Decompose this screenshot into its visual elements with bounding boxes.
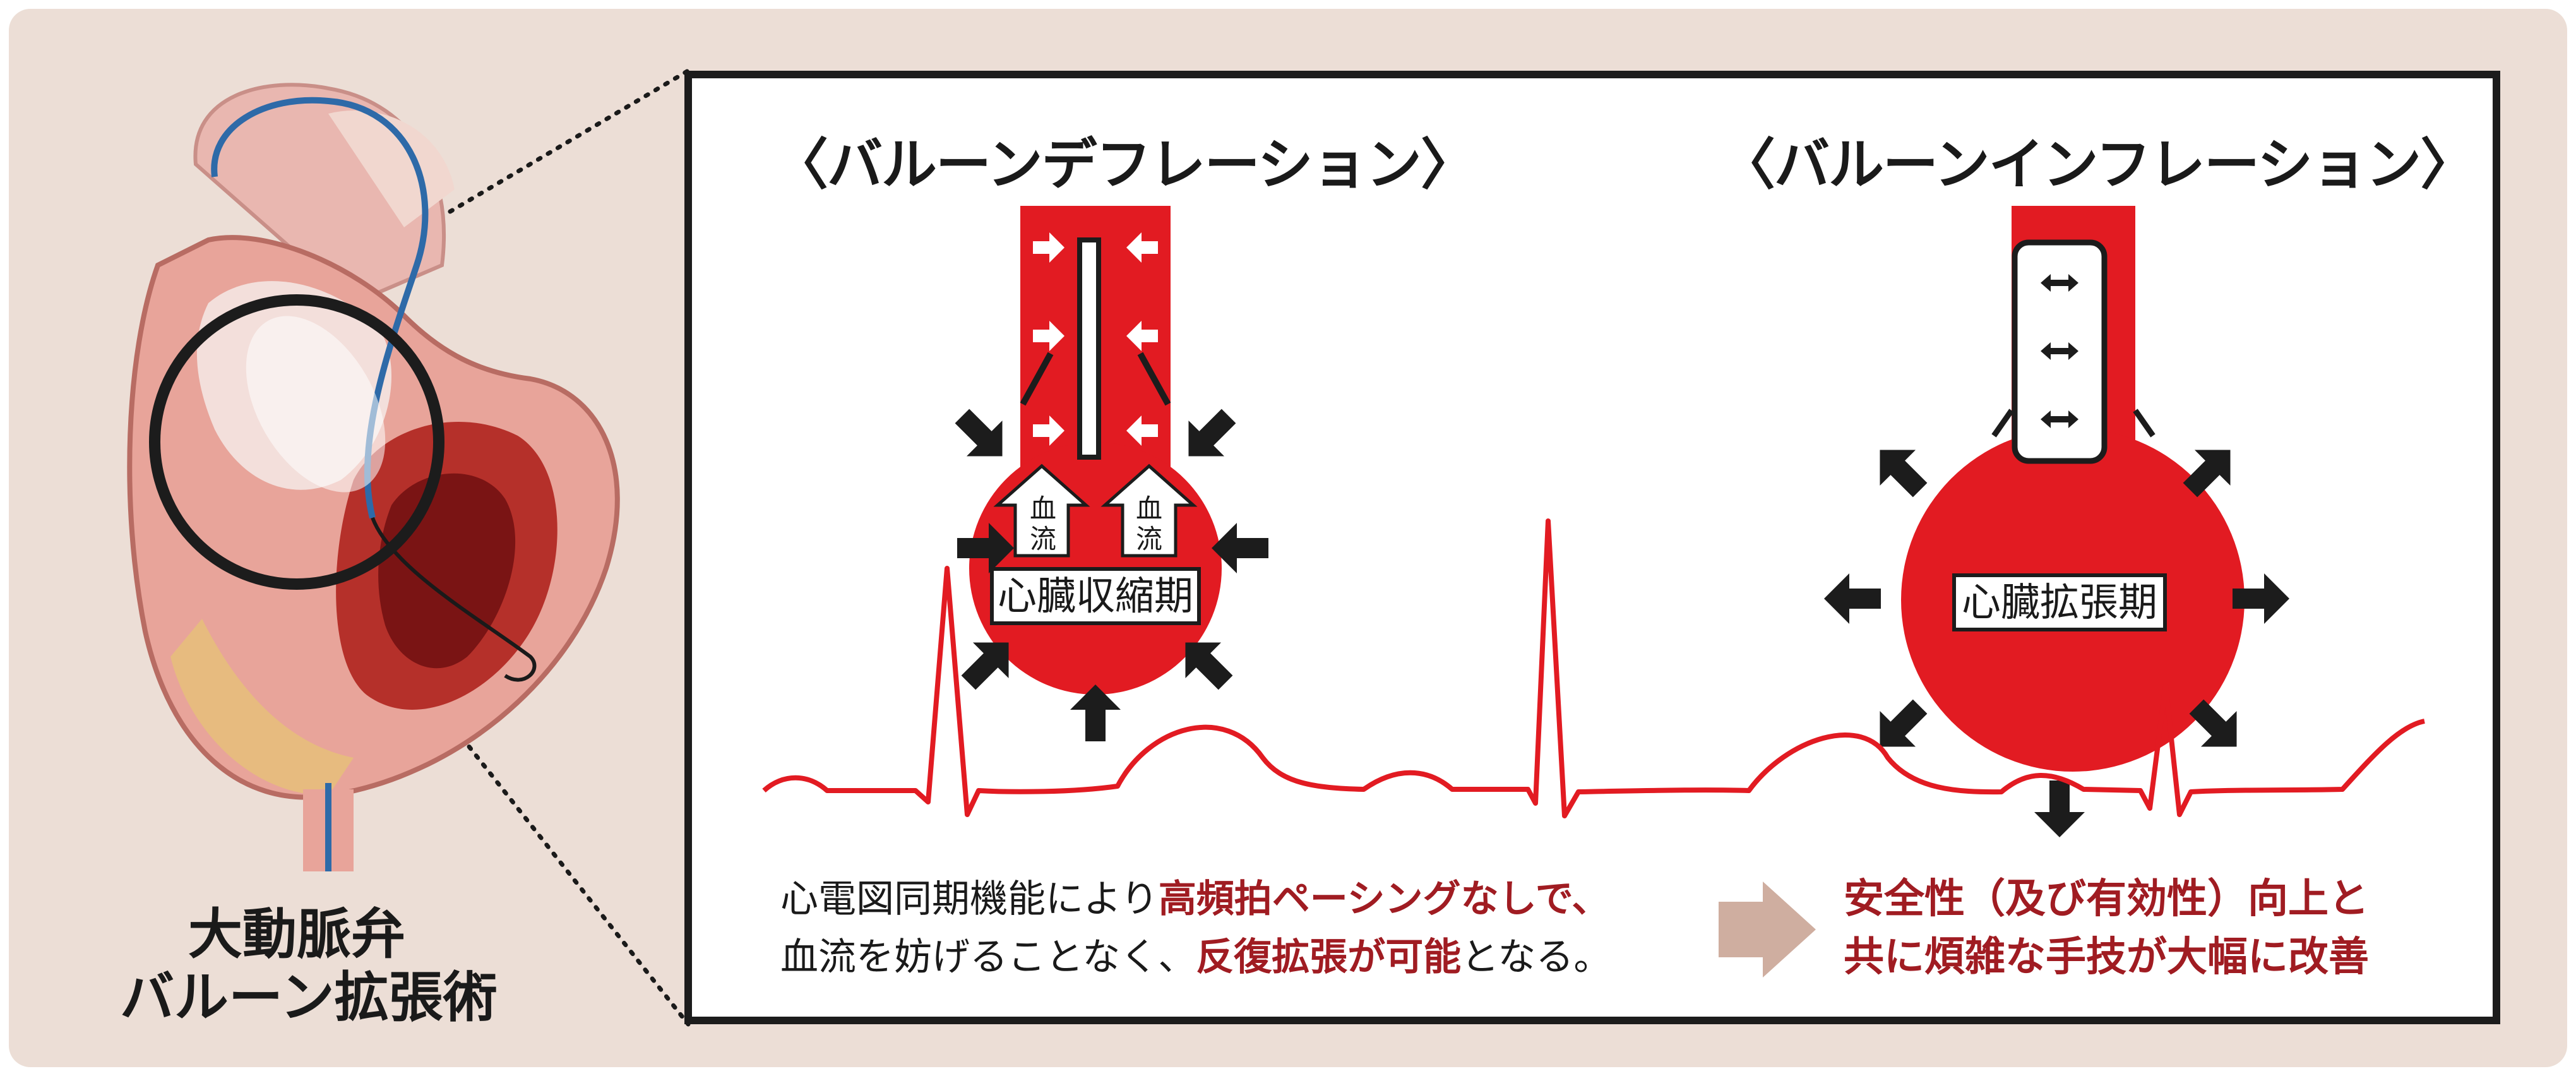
description-line-1-highlight: 高頻拍ペーシングなしで、 [1158,877,1610,921]
caption-line-2: バルーン拡張術 [120,966,498,1029]
inflation-title: 〈バルーンインフレーション〉 [1720,132,2476,197]
heart-caption: 大動脈弁 バルーン拡張術 [120,903,498,1029]
description-line-1-plain: 心電図同期機能により [780,877,1159,921]
description-text: 心電図同期機能により高頻拍ペーシングなしで、 血流を妨げることなく、反復拡張が可… [780,870,1611,986]
description-line-2-tail: となる。 [1461,935,1612,979]
result-arrow [1719,882,1816,977]
systole-label: 心臓収縮期 [990,567,1201,625]
deflation-flow-arrows [993,463,1198,558]
heart-fat [170,619,354,796]
result-text: 安全性（及び有効性）向上と 共に煩雑な手技が大幅に改善 [1844,870,2369,986]
diastole-label: 心臓拡張期 [1952,573,2167,631]
balloon [246,316,386,493]
catheter-lower [371,517,537,682]
description-line-2: 血流を妨げることなく、反復拡張が可能となる。 [780,928,1611,986]
caption-line-1: 大動脈弁 [188,903,405,966]
flow-label-left: 血流 [1029,493,1056,554]
description-line-2-plain: 血流を妨げることなく、 [780,935,1196,979]
result-line-1: 安全性（及び有効性）向上と [1844,876,2369,923]
deflation-title: 〈バルーンデフレーション〉 [773,132,1476,197]
flow-label-right: 血流 [1135,493,1162,554]
magnifier-circle [149,294,444,590]
result-line-2: 共に煩雑な手技が大幅に改善 [1844,934,2369,981]
ecg-waveform [762,518,2425,818]
description-line-2-highlight: 反復拡張が可能 [1196,935,1462,979]
description-line-1: 心電図同期機能により高頻拍ペーシングなしで、 [780,870,1611,928]
